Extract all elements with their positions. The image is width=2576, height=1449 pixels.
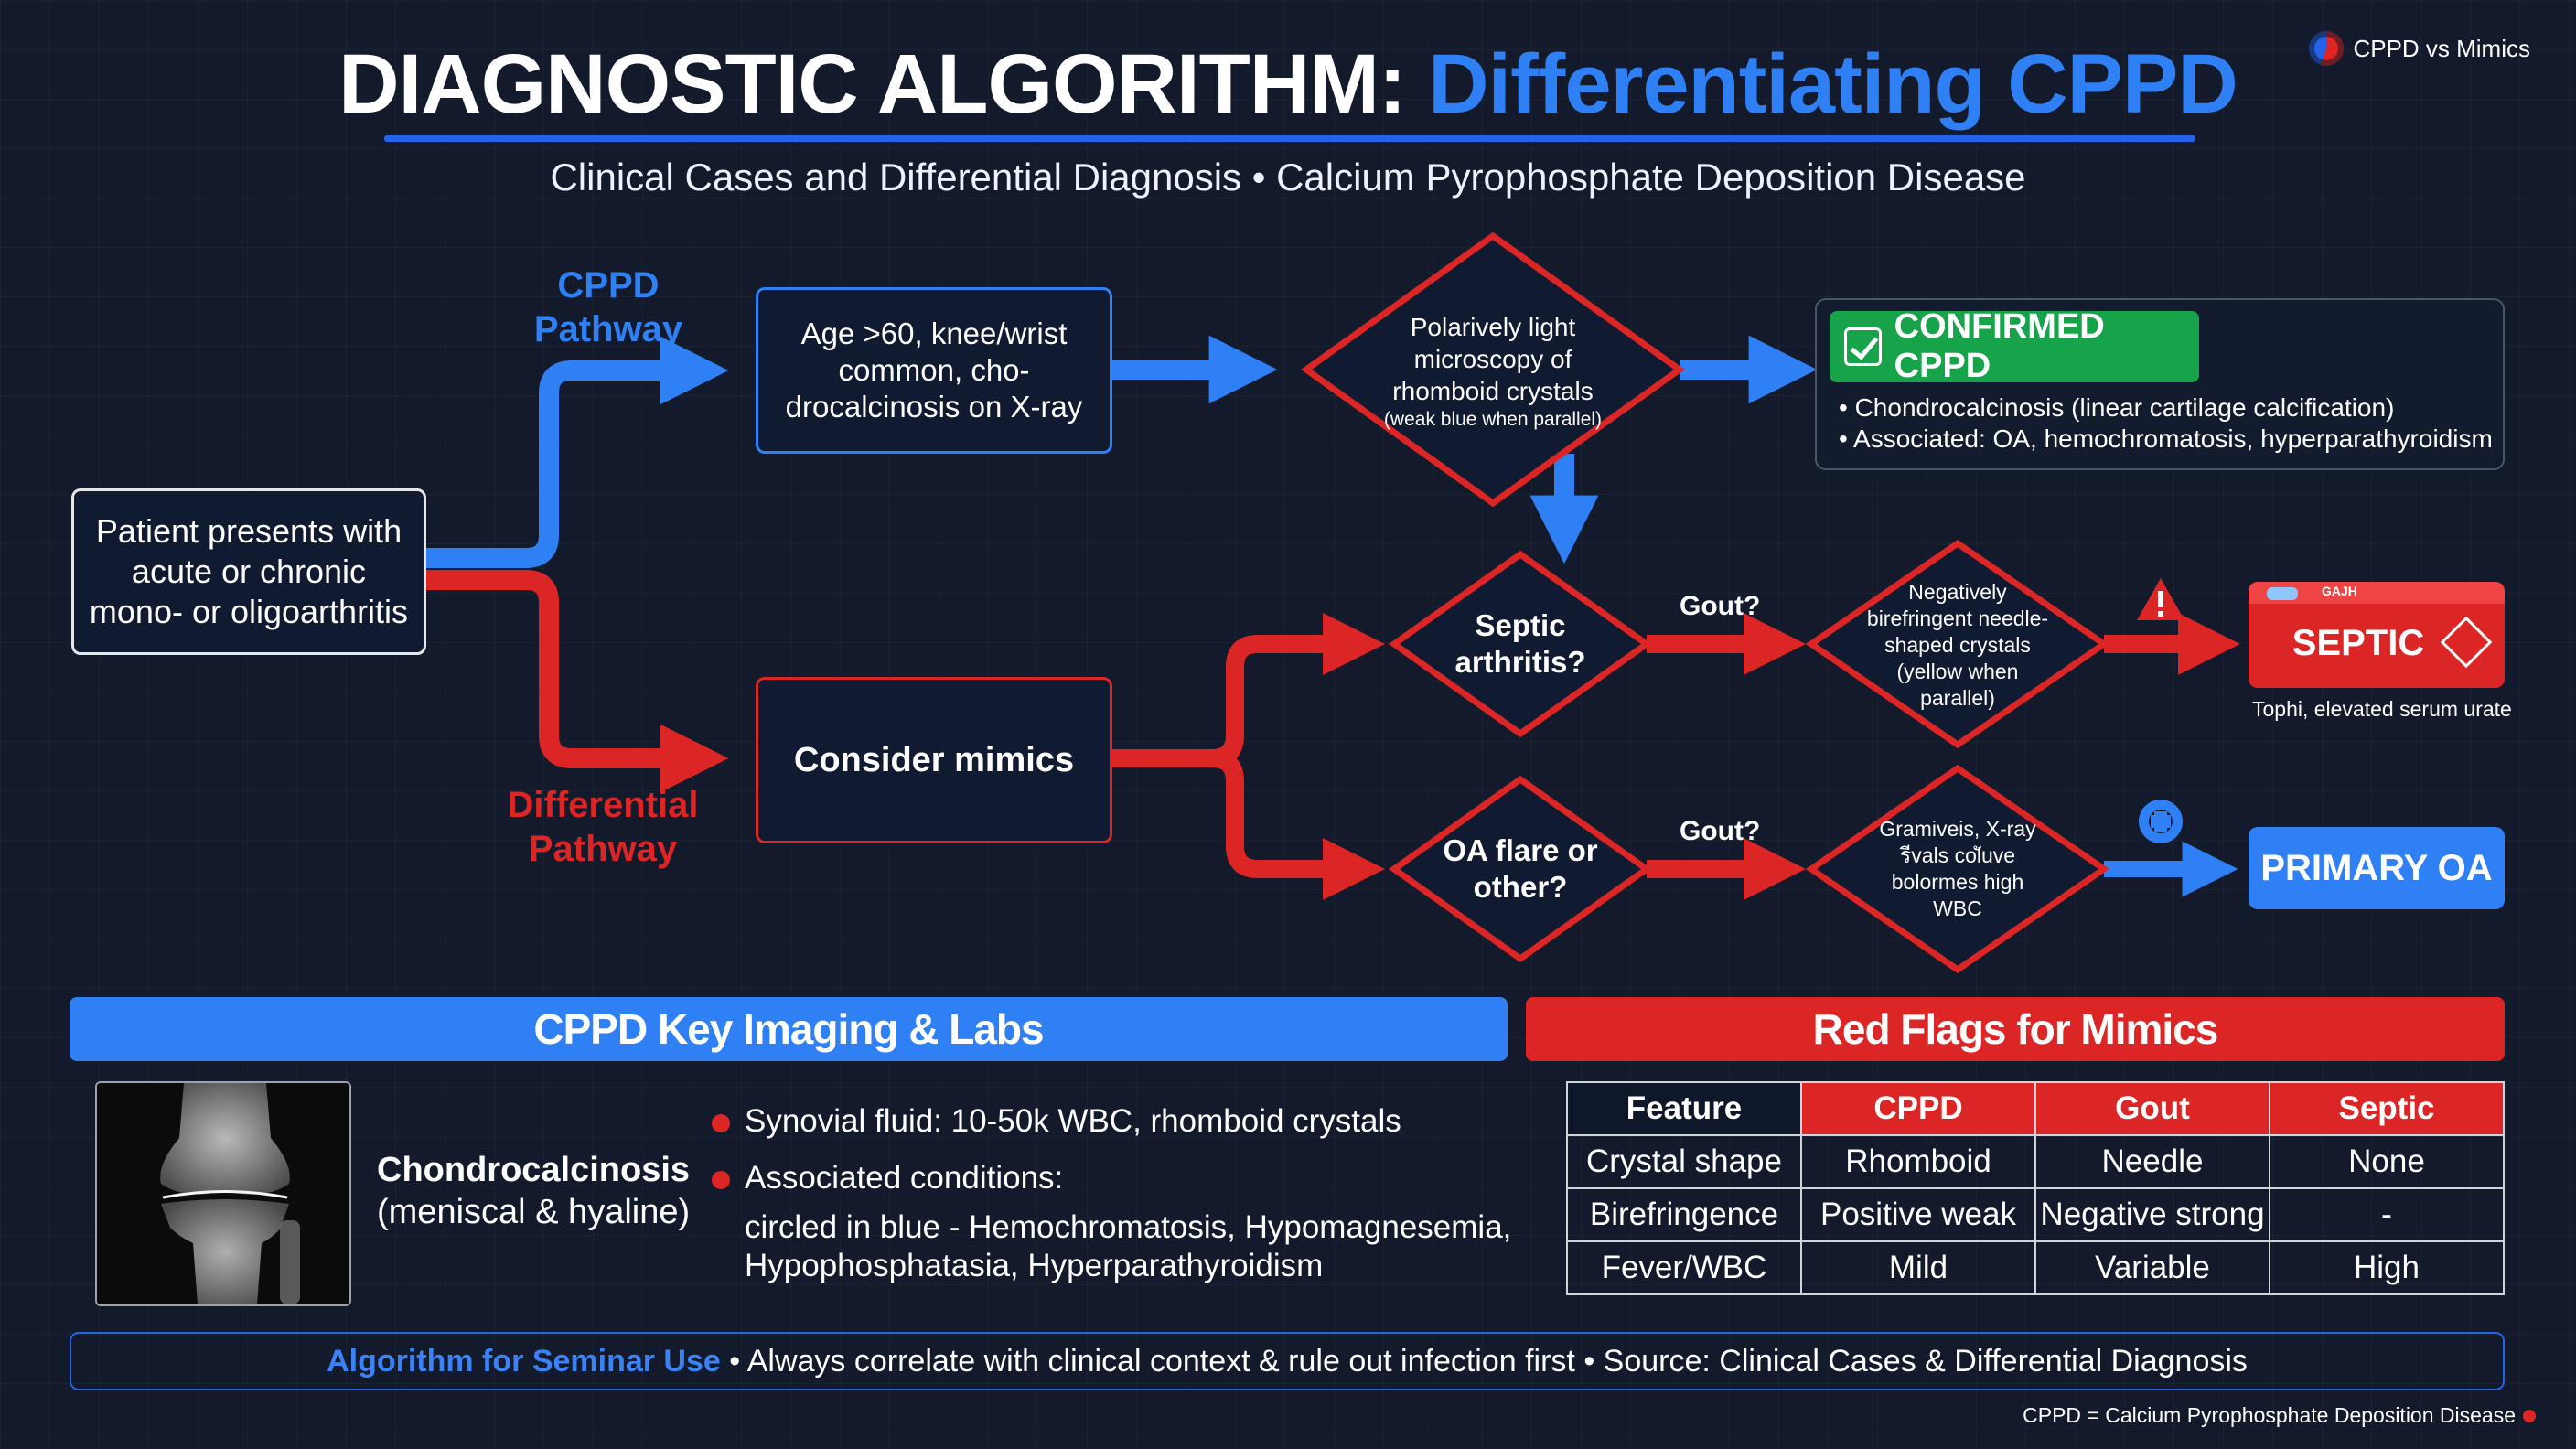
- microscopy-label: Polarively light microscopy of rhomboid …: [1368, 298, 1617, 445]
- differential-branch-arrow: [426, 570, 729, 793]
- microscopy-diamond: [1300, 231, 1686, 508]
- bullet-dot-1: [712, 1114, 730, 1132]
- footnote-text: CPPD = Calcium Pyrophosphate Deposition …: [2023, 1403, 2516, 1427]
- imaging-item-2-detail-1: circled in blue - Hemochromatosis, Hypom…: [745, 1209, 1512, 1245]
- garbled-diamond: [1805, 764, 2110, 974]
- mimics-split-arrows: [1112, 612, 1385, 767]
- table-cell: Fever/WBC: [1566, 1240, 1802, 1295]
- col-cppd: CPPD: [1800, 1081, 2036, 1136]
- primary-oa-card: PRIMARY OA: [2249, 827, 2505, 909]
- age-criteria-box: Age >60, knee/wrist common, cho-drocalci…: [756, 287, 1112, 454]
- table-row: Fever/WBC Mild Variable High: [1566, 1240, 2505, 1295]
- check-icon: [1844, 327, 1882, 366]
- red-flags-table: Feature CPPD Gout Septic Crystal shape R…: [1566, 1081, 2505, 1295]
- header-badge: CPPD vs Mimics: [2309, 31, 2530, 66]
- xray-caption-bold: Chondrocalcinosis: [377, 1151, 691, 1189]
- table-row: Birefringence Positive weak Negative str…: [1566, 1187, 2505, 1242]
- start-text: Patient presents with acute or chronic m…: [89, 512, 409, 630]
- xray-caption-sub: (meniscal & hyaline): [377, 1193, 691, 1231]
- garbled-label: Gramiveis, X-ray รีvals colัuve bolormes…: [1879, 817, 2036, 920]
- footer-highlight: Algorithm for Seminar Use: [327, 1343, 721, 1379]
- confirmed-title: CONFIRMED CPPD: [1894, 307, 2105, 385]
- plus-circle-icon: [2139, 800, 2183, 843]
- table-cell: Birefringence: [1566, 1187, 1802, 1242]
- confirmed-badge: CONFIRMED CPPD: [1830, 307, 2199, 385]
- knee-xray-image: [95, 1081, 351, 1306]
- table-cell: None: [2269, 1134, 2505, 1189]
- footer-banner: Algorithm for Seminar Use • Always corre…: [70, 1332, 2505, 1390]
- oa-flare-diamond: [1388, 775, 1653, 963]
- table-cell: High: [2269, 1240, 2505, 1295]
- confirmed-bullet-2: • Associated: OA, hemochromatosis, hyper…: [1839, 424, 2493, 453]
- table-cell: -: [2269, 1187, 2505, 1242]
- microscopy-main: Polarively light microscopy of rhomboid …: [1392, 313, 1594, 405]
- age-criteria-text: Age >60, knee/wrist common, cho-drocalci…: [785, 317, 1083, 424]
- diamond-icon: [2440, 616, 2493, 669]
- negative-crystals-diamond: [1805, 539, 2110, 749]
- subtitle: Clinical Cases and Differential Diagnosi…: [550, 156, 2026, 199]
- imaging-item-2-detail-2: Hypophosphatasia, Hyperparathyroidism: [745, 1248, 1324, 1283]
- negative-crystals-label: Negatively birefringent needle-shaped cr…: [1866, 579, 2049, 710]
- badge-label: CPPD vs Mimics: [2353, 34, 2530, 62]
- col-feature: Feature: [1566, 1081, 1802, 1136]
- warning-icon: [2137, 578, 2184, 620]
- septic-header-strip: GAJH: [2249, 582, 2505, 604]
- imaging-item-2: Associated conditions:: [745, 1160, 1064, 1196]
- table-cell: Mild: [1800, 1240, 2036, 1295]
- col-septic: Septic: [2269, 1081, 2505, 1136]
- imaging-labs-header: CPPD Key Imaging & Labs: [70, 997, 1508, 1061]
- septic-result-label: SEPTIC: [2292, 622, 2425, 663]
- title-accent: Differentiating CPPD: [1428, 38, 2238, 131]
- confirmed-cppd-card: CONFIRMED CPPD • Chondrocalcinosis (line…: [1815, 298, 2505, 470]
- title-main: DIAGNOSTIC ALGORITHM:: [338, 38, 1406, 131]
- microscopy-note: (weak blue when parallel): [1383, 409, 1603, 430]
- table-cell: Crystal shape: [1566, 1134, 1802, 1189]
- table-header-row: Feature CPPD Gout Septic: [1566, 1081, 2505, 1136]
- table-cell: Rhomboid: [1800, 1134, 2036, 1189]
- table-cell: Needle: [2034, 1134, 2270, 1189]
- septic-diamond: [1388, 550, 1653, 738]
- oa-question: OA flare or other?: [1443, 833, 1598, 904]
- confirmed-bullet-1: • Chondrocalcinosis (linear cartilage ca…: [1839, 393, 2395, 422]
- septic-pill: [2267, 587, 2298, 600]
- septic-question: Septic arthritis?: [1454, 608, 1586, 679]
- page-title: DIAGNOSTIC ALGORITHM: Differentiating CP…: [0, 37, 2576, 133]
- start-box: Patient presents with acute or chronic m…: [71, 488, 426, 655]
- table-cell: Variable: [2034, 1240, 2270, 1295]
- red-flags-header: Red Flags for Mimics: [1526, 997, 2505, 1061]
- logo-icon: [2309, 31, 2345, 66]
- col-gout: Gout: [2034, 1081, 2270, 1136]
- differential-pathway-label: Differential Pathway: [507, 785, 699, 869]
- septic-note: Tophi, elevated serum urate: [2252, 697, 2512, 721]
- cppd-branch-arrow: [426, 336, 729, 568]
- table-cell: Positive weak: [1800, 1187, 2036, 1242]
- title-underline: [384, 135, 2195, 142]
- table-cell: Negative strong: [2034, 1187, 2270, 1242]
- bullet-dot-2: [712, 1171, 730, 1189]
- xray-caption: Chondrocalcinosis (meniscal & hyaline): [377, 1149, 690, 1233]
- gout-label-2: Gout?: [1680, 816, 1761, 846]
- table-row: Crystal shape Rhomboid Needle None: [1566, 1134, 2505, 1189]
- imaging-item-1: Synovial fluid: 10-50k WBC, rhomboid cry…: [745, 1103, 1401, 1139]
- footer-text: • Always correlate with clinical context…: [720, 1343, 2248, 1379]
- septic-result-card: GAJH SEPTIC: [2249, 582, 2505, 688]
- cppd-pathway-label: CPPD Pathway: [533, 265, 683, 349]
- footnote-dot: [2523, 1409, 2536, 1422]
- consider-mimics-box: Consider mimics: [756, 677, 1112, 843]
- consider-mimics-text: Consider mimics: [793, 741, 1075, 779]
- gout-label-1: Gout?: [1680, 591, 1761, 621]
- footnote: CPPD = Calcium Pyrophosphate Deposition …: [2023, 1403, 2536, 1428]
- septic-mini-label: GAJH: [2322, 584, 2357, 598]
